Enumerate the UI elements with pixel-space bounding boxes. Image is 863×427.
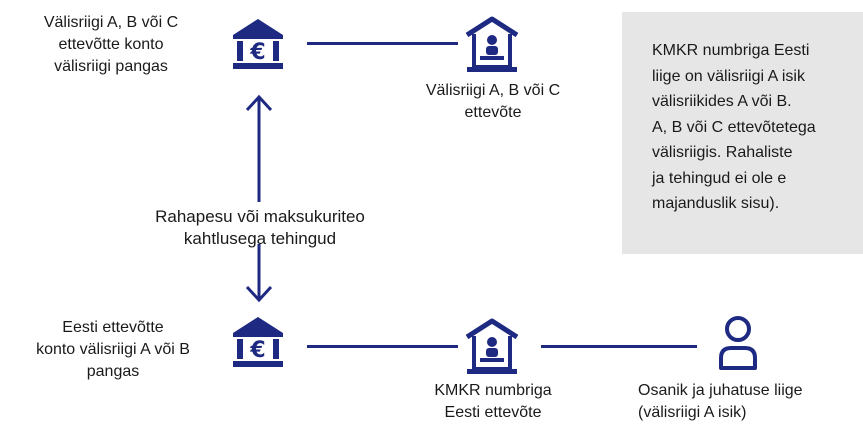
company-desk-icon bbox=[465, 16, 519, 72]
double-arrow-icon bbox=[245, 94, 273, 303]
bank-euro-icon: € bbox=[233, 19, 283, 69]
note-box: KMKR numbriga Eesti liige on välisriigi … bbox=[622, 12, 863, 254]
svg-text:€: € bbox=[249, 40, 265, 65]
connector-line bbox=[307, 42, 458, 45]
estonian-company-label: KMKR numbriga Eesti ettevõte bbox=[434, 382, 552, 421]
foreign-account-label: Välisriigi A, B või C ettevõtte konto vä… bbox=[43, 14, 179, 75]
foreign-company-label: Välisriigi A, B või C ettevõte bbox=[425, 82, 561, 121]
svg-text:€: € bbox=[249, 338, 265, 363]
connector-line bbox=[541, 345, 697, 348]
company-desk-icon bbox=[465, 318, 519, 374]
bank-euro-icon: € bbox=[233, 317, 283, 367]
person-icon bbox=[719, 316, 757, 370]
person-label: Osanik ja juhatuse liige (välisriigi A i… bbox=[638, 382, 803, 421]
connector-line bbox=[307, 345, 458, 348]
estonian-account-label: Eesti ettevõtte konto välisriigi A või B… bbox=[36, 319, 190, 380]
suspicious-transactions-label: Rahapesu või maksukuriteo kahtlusega teh… bbox=[155, 207, 365, 248]
